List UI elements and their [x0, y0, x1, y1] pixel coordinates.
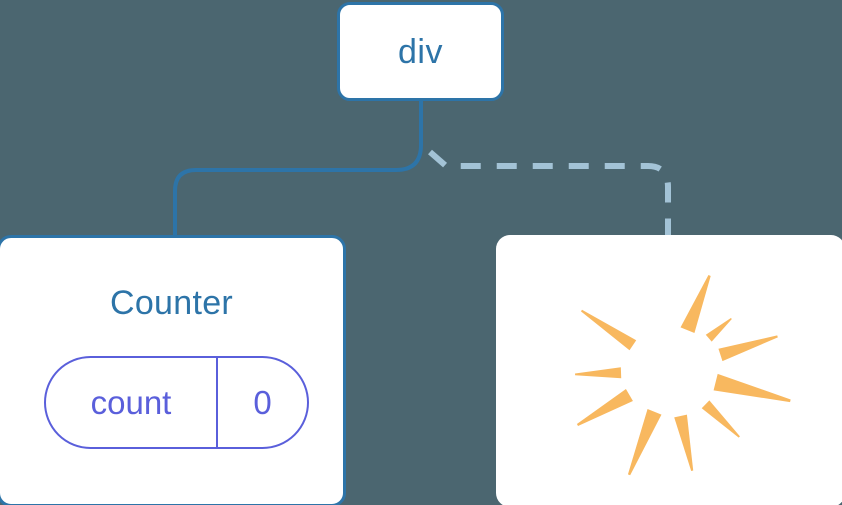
sparkle-ray-1: [680, 275, 711, 334]
edge-root-to-effect: [428, 149, 671, 236]
sparkle-container: [496, 235, 842, 505]
state-pill-value-cell: 0: [218, 358, 307, 447]
state-pill-key-label: count: [90, 384, 172, 421]
sparkle-ray-5: [701, 400, 740, 438]
sparkle-ray-9: [574, 367, 621, 379]
sparkle-ray-3: [717, 335, 778, 362]
node-div-label: div: [398, 32, 443, 71]
edge-root-to-counter: [173, 99, 423, 238]
sparkle-ray-7: [627, 408, 661, 476]
node-counter[interactable]: Counter count 0: [0, 235, 346, 505]
sparkle-ray-8: [576, 388, 633, 426]
sparkle-ray-6: [673, 414, 693, 471]
state-pill-count[interactable]: count 0: [44, 356, 309, 449]
sparkle-ray-10: [580, 309, 636, 351]
node-effect-highlight[interactable]: [496, 235, 842, 505]
sparkle-burst-icon: [574, 275, 791, 476]
state-pill-key-cell: count: [46, 358, 218, 447]
sparkle-ray-4: [713, 373, 791, 403]
node-div[interactable]: div: [337, 2, 504, 101]
node-counter-label: Counter: [109, 284, 234, 322]
state-pill-value-label: 0: [253, 384, 272, 421]
sparkle-ray-2: [705, 317, 732, 342]
